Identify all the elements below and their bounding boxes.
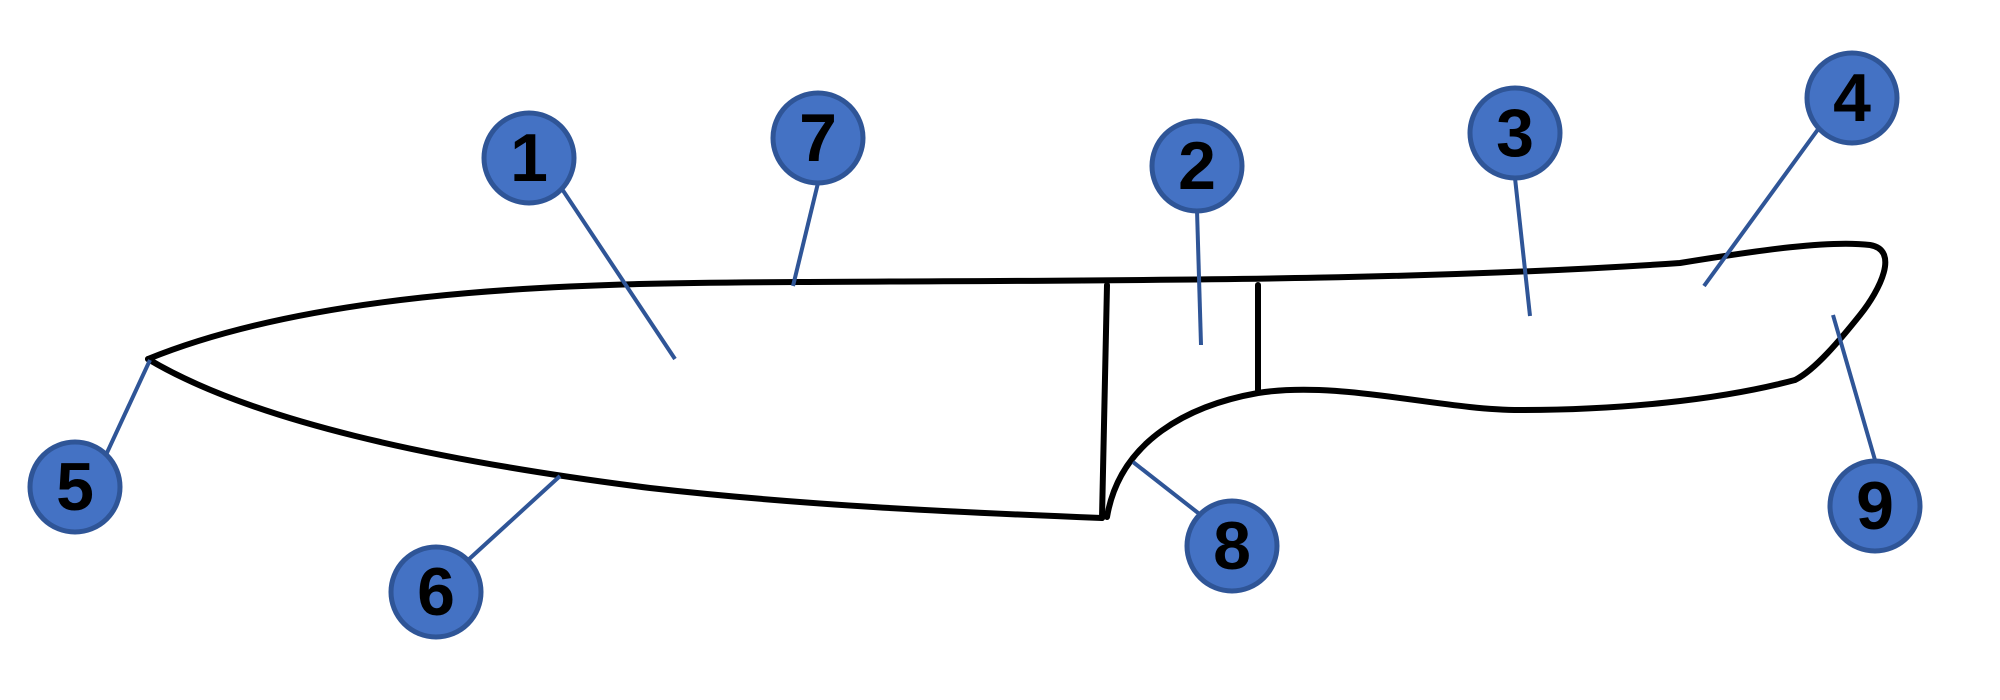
knife-heel-line bbox=[1099, 282, 1110, 521]
leader-line-4 bbox=[1702, 126, 1821, 288]
handle-bottom-line bbox=[1104, 377, 1798, 520]
callout-7: 7 bbox=[770, 90, 866, 186]
callout-8: 8 bbox=[1184, 498, 1280, 594]
callout-4-label: 4 bbox=[1833, 60, 1871, 136]
leader-lines bbox=[103, 126, 1877, 563]
callout-7-label: 7 bbox=[799, 100, 837, 176]
callout-4: 4 bbox=[1804, 50, 1900, 146]
callout-1: 1 bbox=[481, 110, 577, 206]
callout-badges: 1 7 2 3 4 5 6 8 bbox=[27, 50, 1923, 640]
callout-9-label: 9 bbox=[1856, 468, 1894, 544]
callout-9: 9 bbox=[1827, 458, 1923, 554]
leader-line-6 bbox=[465, 474, 562, 563]
callout-3-label: 3 bbox=[1496, 95, 1534, 171]
callout-8-label: 8 bbox=[1213, 508, 1251, 584]
leader-line-3 bbox=[1513, 177, 1532, 317]
leader-line-1 bbox=[558, 184, 677, 361]
knife-spine-line bbox=[145, 240, 1889, 383]
leader-line-7 bbox=[791, 182, 820, 287]
callout-3: 3 bbox=[1467, 85, 1563, 181]
callout-5: 5 bbox=[27, 439, 123, 535]
leader-line-2 bbox=[1195, 209, 1203, 346]
callout-6-label: 6 bbox=[417, 554, 455, 630]
callout-5-label: 5 bbox=[56, 449, 94, 525]
callout-6: 6 bbox=[388, 544, 484, 640]
knife-edge-line bbox=[145, 356, 1105, 521]
callout-2: 2 bbox=[1149, 118, 1245, 214]
leader-line-8 bbox=[1131, 460, 1204, 518]
leader-line-5 bbox=[103, 359, 152, 458]
callout-1-label: 1 bbox=[510, 120, 548, 196]
knife-drawing bbox=[145, 240, 1889, 521]
callout-2-label: 2 bbox=[1178, 128, 1216, 204]
leader-line-9 bbox=[1831, 314, 1877, 461]
